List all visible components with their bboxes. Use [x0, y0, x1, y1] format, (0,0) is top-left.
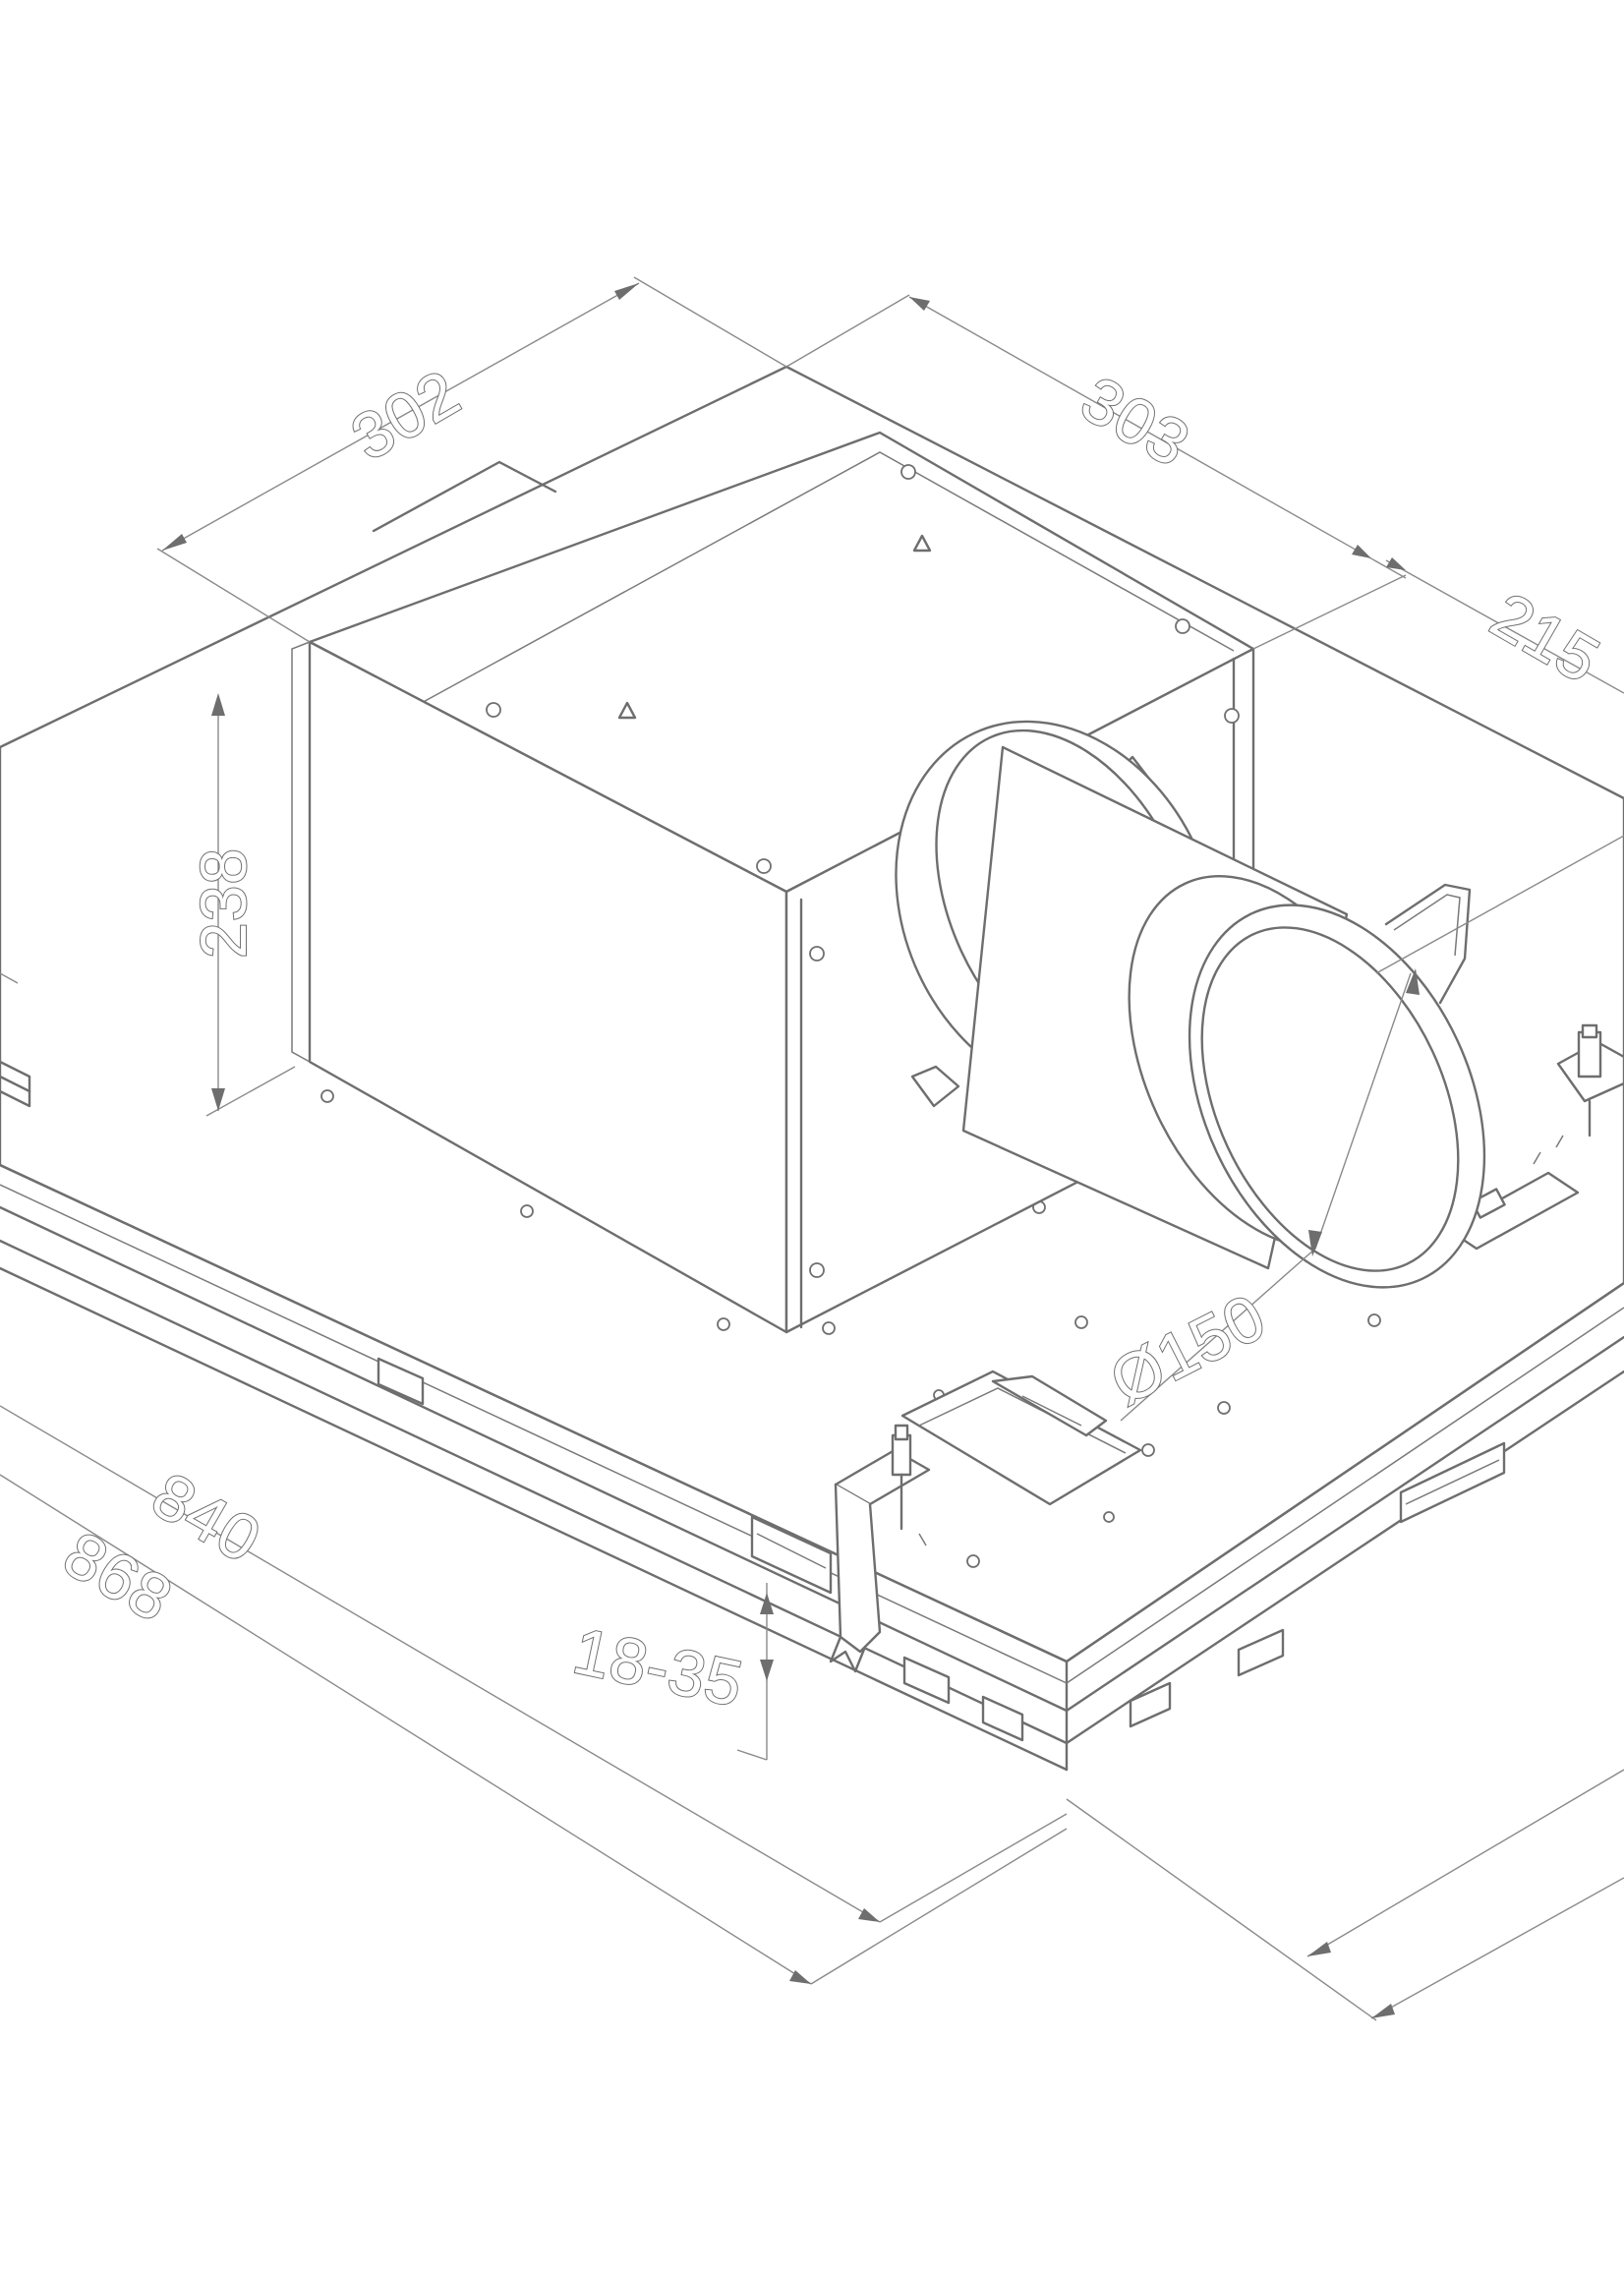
dim-label-18-35: 18-35: [567, 1613, 749, 1720]
duct-outlet: [895, 720, 1486, 1289]
mounting-bracket-right: [1556, 1023, 1624, 1137]
control-panel-front: [900, 1370, 1142, 1506]
dim-label-302: 302: [339, 355, 472, 474]
dimension-lines: [0, 276, 1624, 2021]
dim-label-238: 238: [187, 847, 260, 959]
mounting-bracket-front: [829, 1424, 931, 1673]
dim-label-303: 303: [1070, 362, 1202, 481]
dim-label-215: 215: [1479, 578, 1612, 697]
